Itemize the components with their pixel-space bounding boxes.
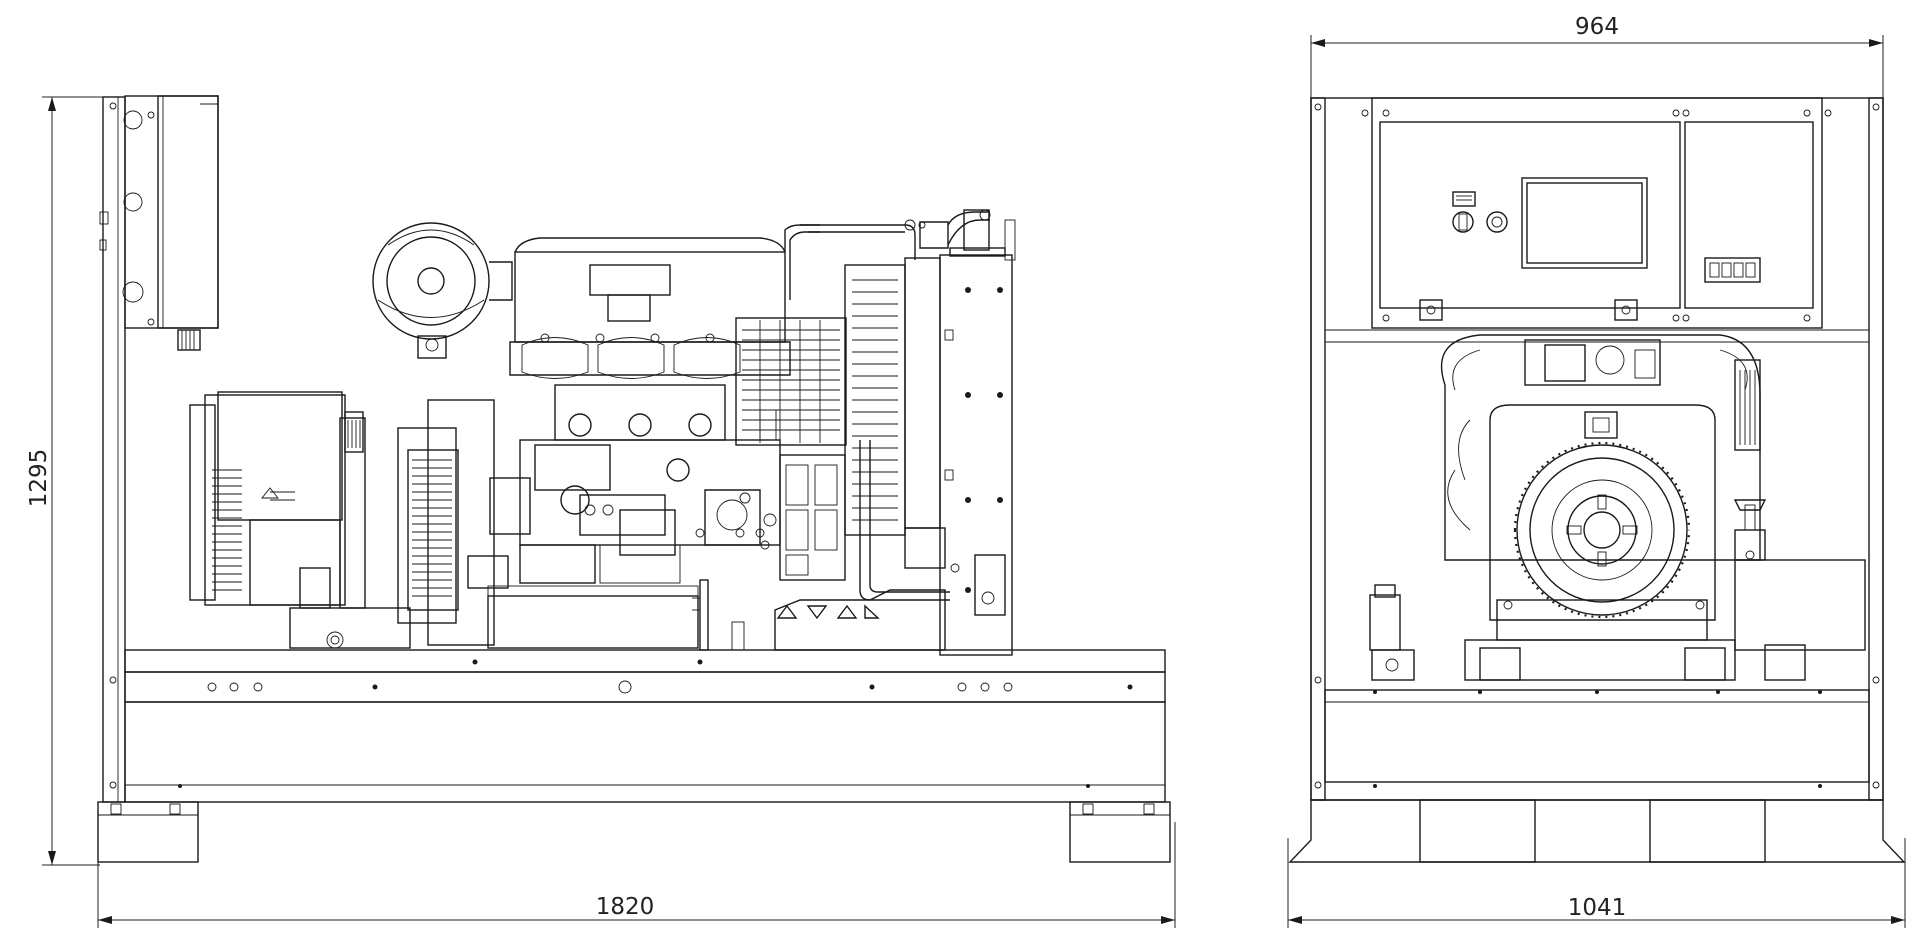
dimension-front-base-width: 1041 xyxy=(1568,895,1627,921)
side-engine-block xyxy=(467,237,791,589)
dimension-side-length: 1820 xyxy=(596,894,655,920)
front-side-parts xyxy=(1369,499,1866,681)
side-bed-details xyxy=(692,409,777,651)
dimension-lines xyxy=(42,35,1906,928)
front-control-panel xyxy=(1361,97,1832,329)
side-ducting xyxy=(784,211,990,601)
side-alternator xyxy=(189,391,411,649)
front-view xyxy=(1288,97,1906,863)
dimension-side-height: 1295 xyxy=(26,449,52,508)
front-generator xyxy=(1464,404,1736,681)
side-flywheel-housing xyxy=(397,399,699,649)
dimension-front-top-width: 964 xyxy=(1575,14,1619,40)
side-air-filter xyxy=(372,222,513,359)
side-frame-post xyxy=(102,96,126,803)
side-control-panel xyxy=(99,95,219,351)
front-base-skid xyxy=(1288,689,1906,863)
side-radiator xyxy=(731,209,1016,656)
side-view xyxy=(97,95,1171,863)
front-frame xyxy=(1310,97,1884,801)
front-engine xyxy=(1440,334,1761,561)
side-base-skid xyxy=(97,649,1171,863)
